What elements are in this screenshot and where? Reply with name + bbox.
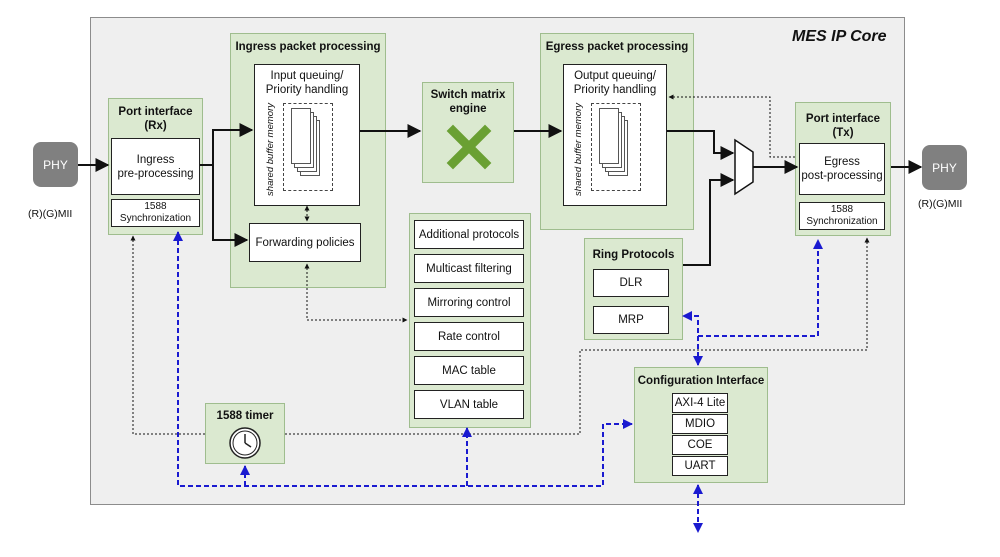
egress-buffer-layer	[599, 108, 619, 164]
rate-control: Rate control	[414, 322, 524, 351]
port-interface-rx-title: Port interface (Rx)	[118, 106, 193, 132]
input-queuing-label: Input queuing/ Priority handling	[265, 70, 349, 96]
switch-matrix-engine: Switch matrix engine	[422, 82, 514, 183]
egress-buffer-label: shared buffer memory	[573, 103, 584, 196]
ingress-buffer-label: shared buffer memory	[265, 103, 276, 196]
tx-1588-sync: 1588 Synchronization	[799, 202, 885, 230]
ip-core-title: MES IP Core	[792, 28, 887, 45]
phy-left: PHY	[33, 142, 78, 187]
vlan-table: VLAN table	[414, 390, 524, 419]
clock-icon	[229, 427, 261, 459]
axi4-lite: AXI-4 Lite	[672, 393, 728, 413]
uart: UART	[672, 456, 728, 476]
dlr-box: DLR	[593, 269, 669, 297]
ingress-preprocessing: Ingress pre-processing	[111, 138, 200, 195]
egress-buffer-stack	[599, 108, 629, 176]
phy-right-interface: (R)(G)MII	[918, 198, 963, 210]
phy-left-label: PHY	[43, 157, 68, 172]
forwarding-policies: Forwarding policies	[249, 223, 361, 262]
phy-right-label: PHY	[932, 160, 957, 175]
mirroring-control: Mirroring control	[414, 288, 524, 317]
multicast-filtering: Multicast filtering	[414, 254, 524, 283]
coe: COE	[672, 435, 728, 455]
timer-1588-title: 1588 timer	[216, 410, 274, 422]
switch-x-icon	[446, 124, 492, 170]
additional-protocols: Additional protocols	[414, 220, 524, 249]
ingress-title: Ingress packet processing	[235, 41, 381, 53]
mrp-box: MRP	[593, 306, 669, 334]
phy-left-interface: (R)(G)MII	[28, 208, 73, 220]
phy-right: PHY	[922, 145, 967, 190]
switch-matrix-title: Switch matrix engine	[430, 89, 506, 115]
egress-buffer-memory	[591, 103, 641, 191]
rx-1588-sync: 1588 Synchronization	[111, 199, 200, 227]
mac-table: MAC table	[414, 356, 524, 385]
port-interface-tx-title: Port interface (Tx)	[805, 113, 881, 139]
configuration-interface-title: Configuration Interface	[637, 375, 765, 387]
output-queuing-label: Output queuing/ Priority handling	[573, 70, 657, 96]
ingress-buffer-layer	[291, 108, 311, 164]
mdio: MDIO	[672, 414, 728, 434]
ingress-buffer-memory	[283, 103, 333, 191]
ring-protocols-title: Ring Protocols	[592, 249, 675, 261]
egress-postprocessing: Egress post-processing	[799, 143, 885, 195]
timer-1588: 1588 timer	[205, 403, 285, 464]
ingress-buffer-stack	[291, 108, 321, 176]
egress-title: Egress packet processing	[545, 41, 689, 53]
